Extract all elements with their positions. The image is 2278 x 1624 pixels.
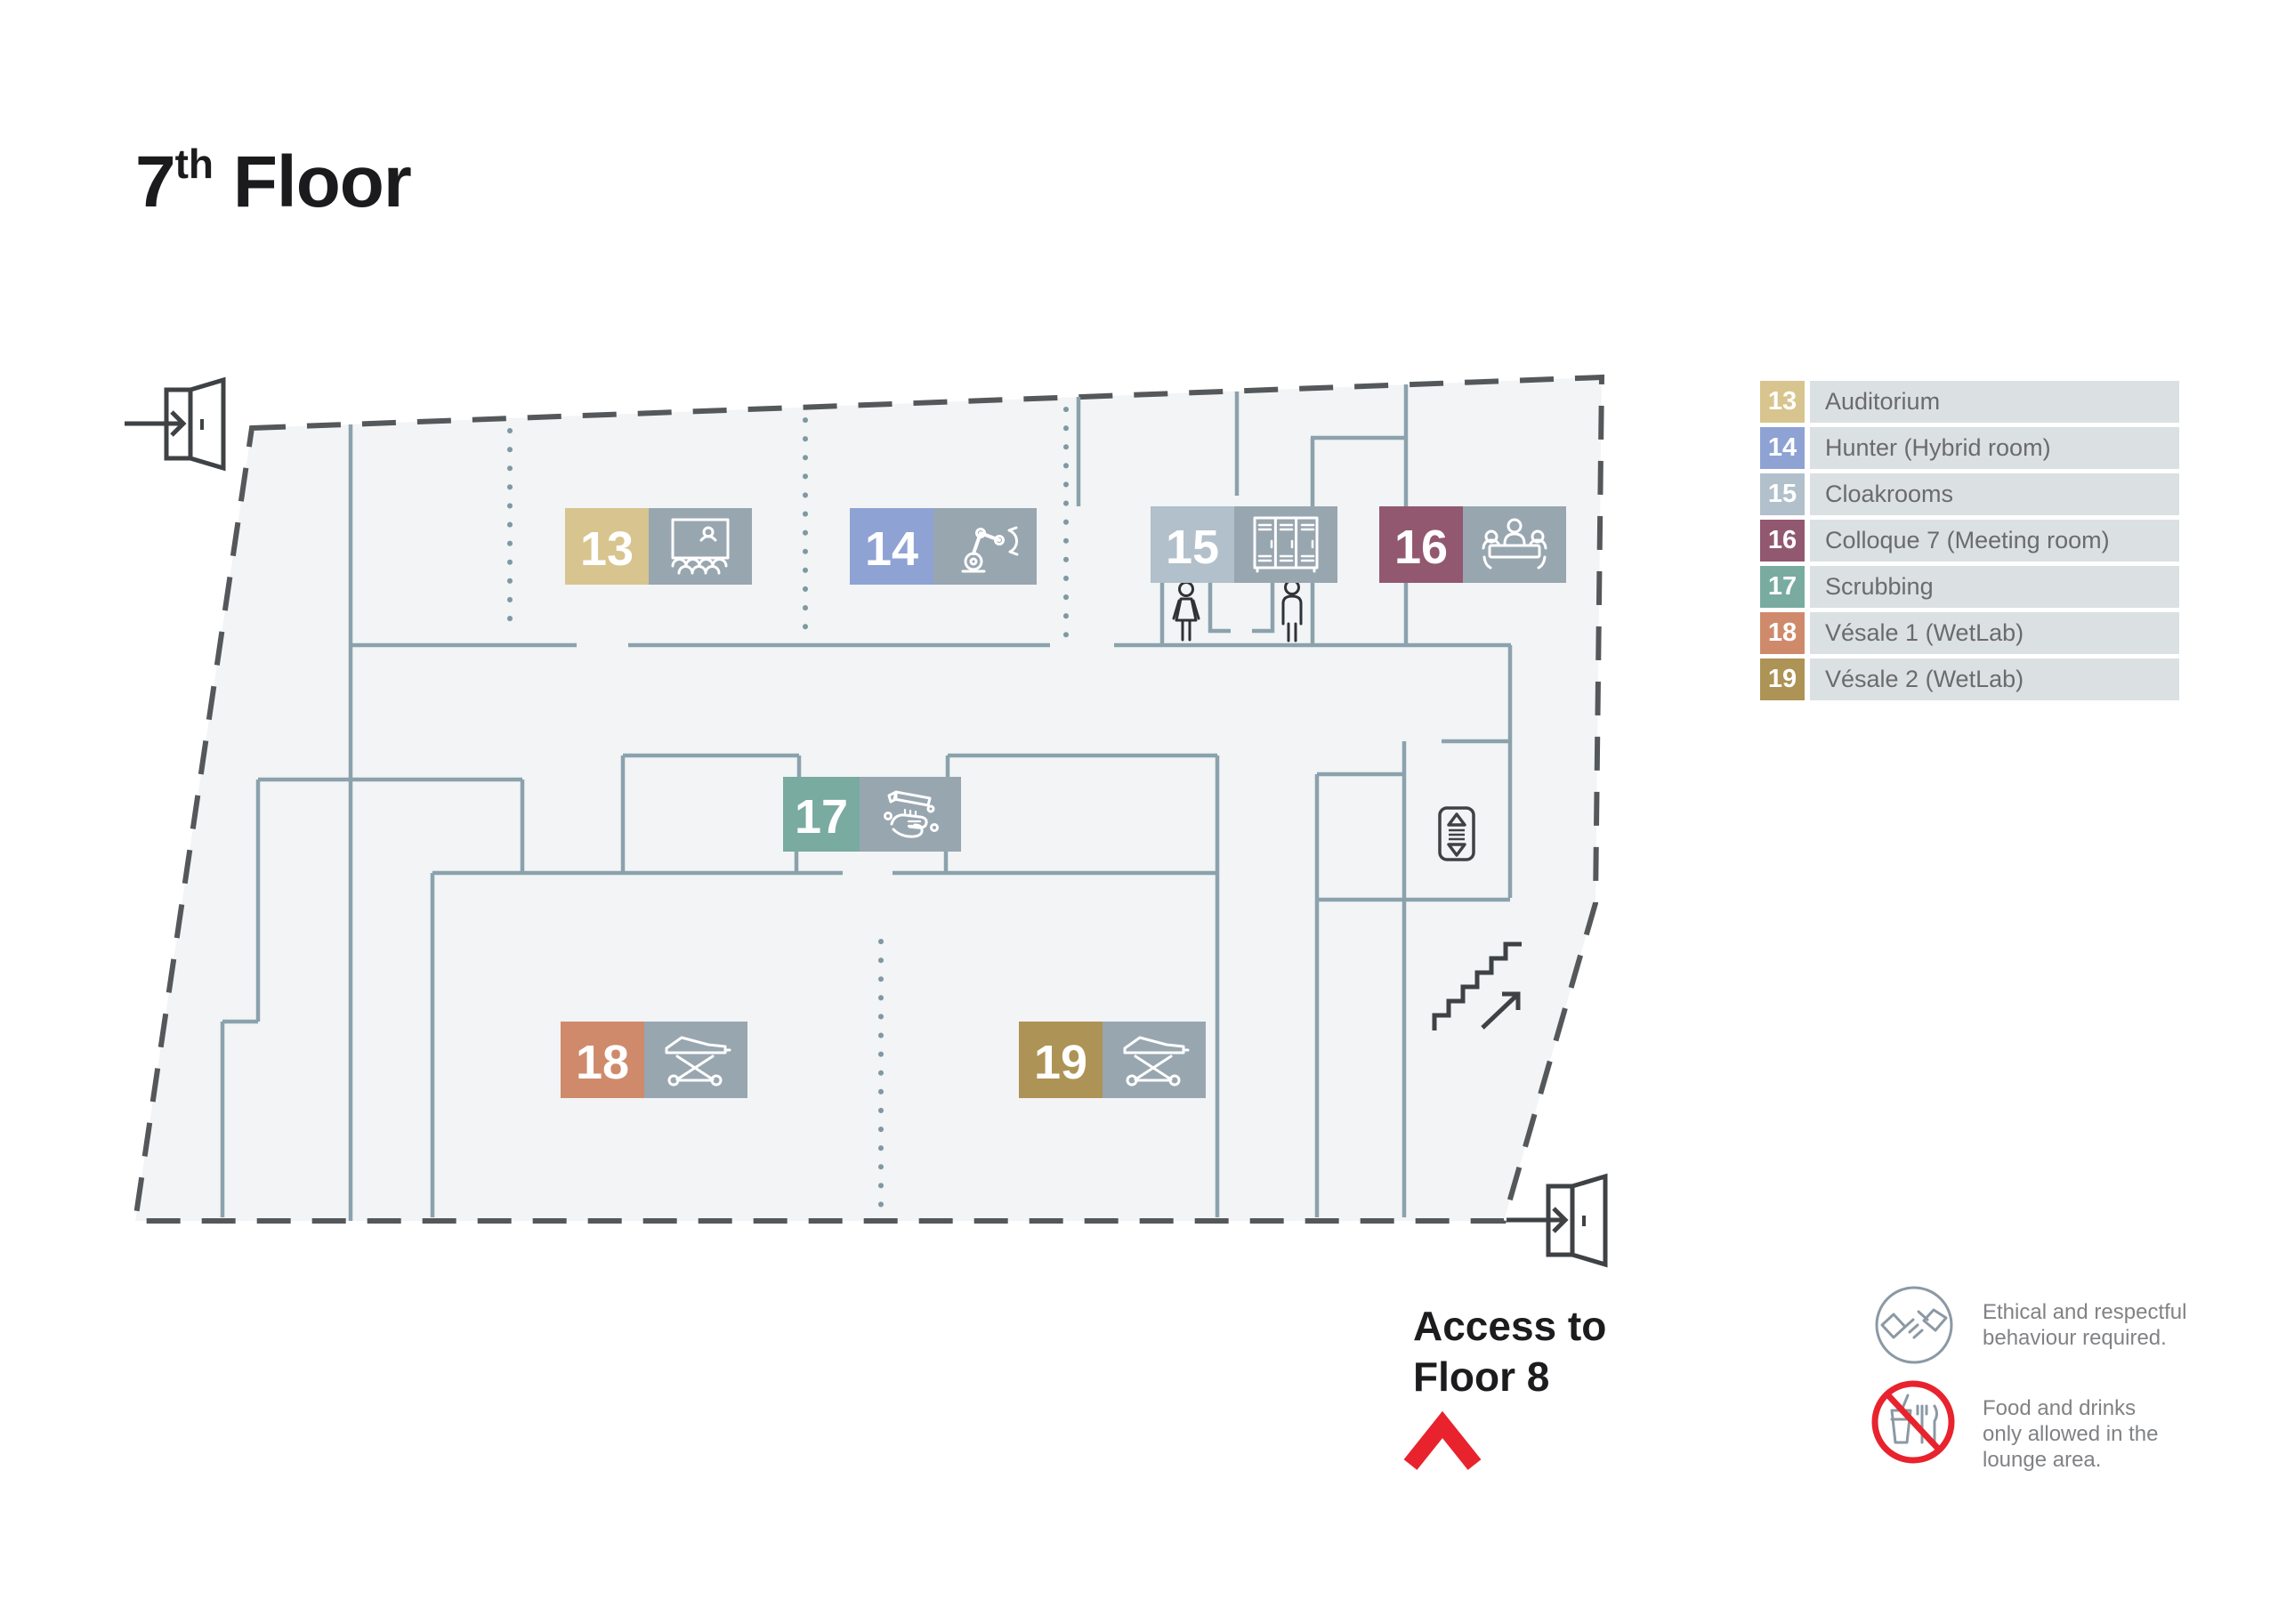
- note-line: only allowed in the: [1983, 1422, 2159, 1446]
- room-number: 16: [1394, 521, 1448, 574]
- room-label-19: 19: [1019, 1022, 1206, 1098]
- interior-walls: [220, 384, 1513, 1221]
- page-title: 7th Floor: [135, 140, 412, 224]
- stairs-icon: [1432, 941, 1522, 1030]
- room-number: 13: [580, 522, 634, 576]
- access-up-chevron-icon: [1403, 1410, 1482, 1470]
- legend-number: 17: [1760, 566, 1805, 608]
- legend-number: 14: [1760, 427, 1805, 469]
- legend-label: Cloakrooms: [1810, 473, 2179, 515]
- room-number: 17: [795, 790, 848, 844]
- legend: 13 Auditorium 14 Hunter (Hybrid room) 15…: [1760, 381, 2179, 705]
- ethical-behaviour-note: Ethical and respectful behaviour require…: [1983, 1299, 2186, 1351]
- room-label-18: 18: [561, 1022, 747, 1098]
- access-to-floor-8-label: Access to Floor 8: [1413, 1301, 1606, 1402]
- legend-item-hunter: 14 Hunter (Hybrid room): [1760, 427, 2179, 469]
- legend-label: Scrubbing: [1810, 566, 2179, 608]
- legend-label: Auditorium: [1810, 381, 2179, 423]
- room-number: 18: [576, 1036, 629, 1089]
- room-number: 19: [1034, 1036, 1087, 1089]
- floor-word: Floor: [232, 141, 412, 222]
- legend-number: 18: [1760, 612, 1805, 654]
- legend-label: Vésale 1 (WetLab): [1810, 612, 2179, 654]
- food-drinks-note: Food and drinks only allowed in the loun…: [1983, 1395, 2158, 1473]
- legend-label: Colloque 7 (Meeting room): [1810, 520, 2179, 562]
- legend-item-vesale-1: 18 Vésale 1 (WetLab): [1760, 612, 2179, 654]
- room-number: 14: [865, 522, 918, 576]
- floor-ordinal: th: [174, 140, 214, 187]
- note-line: behaviour required.: [1983, 1326, 2167, 1350]
- room-label-14: 14: [850, 508, 1037, 585]
- room-label-15: 15: [1151, 506, 1337, 583]
- legend-item-auditorium: 13 Auditorium: [1760, 381, 2179, 423]
- dotted-partitions: [507, 407, 1069, 1216]
- no-food-drinks-icon: [1871, 1380, 1955, 1464]
- room-label-17: 17: [783, 777, 961, 852]
- room-label-16: 16: [1379, 506, 1566, 583]
- legend-number: 19: [1760, 658, 1805, 700]
- exit-door-icon: [1507, 1176, 1605, 1264]
- access-line-2: Floor 8: [1413, 1353, 1550, 1400]
- floor-number: 7: [135, 141, 176, 222]
- legend-label: Hunter (Hybrid room): [1810, 427, 2179, 469]
- handshake-icon: [1875, 1286, 1953, 1364]
- access-line-1: Access to: [1413, 1303, 1607, 1349]
- entrance-door-icon: [125, 380, 223, 468]
- legend-item-colloque: 16 Colloque 7 (Meeting room): [1760, 520, 2179, 562]
- room-label-13: 13: [565, 508, 752, 585]
- room-number: 15: [1166, 521, 1219, 574]
- legend-item-vesale-2: 19 Vésale 2 (WetLab): [1760, 658, 2179, 700]
- note-line: Food and drinks: [1983, 1396, 2137, 1420]
- legend-item-cloakrooms: 15 Cloakrooms: [1760, 473, 2179, 515]
- legend-item-scrubbing: 17 Scrubbing: [1760, 566, 2179, 608]
- note-line: lounge area.: [1983, 1448, 2102, 1472]
- legend-label: Vésale 2 (WetLab): [1810, 658, 2179, 700]
- legend-number: 13: [1760, 381, 1805, 423]
- legend-number: 16: [1760, 520, 1805, 562]
- legend-number: 15: [1760, 473, 1805, 515]
- note-line: Ethical and respectful: [1983, 1300, 2187, 1324]
